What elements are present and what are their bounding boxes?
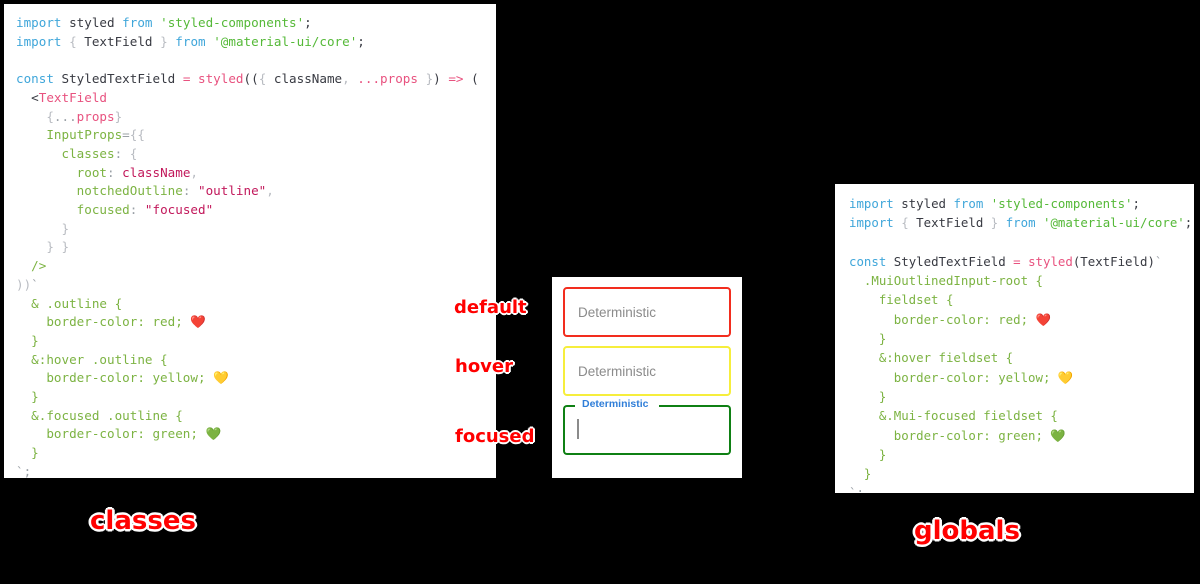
code-line: <TextField [16, 89, 107, 105]
textfield-preview-panel: Deterministic Deterministic Deterministi… [552, 277, 742, 478]
code-line: .MuiOutlinedInput-root { [849, 273, 1043, 289]
code-line: border-color: green; 💚 [16, 426, 222, 442]
code-line: border-color: yellow; 💛 [16, 370, 229, 386]
code-line: classes: { [16, 145, 138, 161]
caption-classes: classes [90, 506, 196, 536]
code-line: &.Mui-focused fieldset { [849, 408, 1058, 424]
code-panel-globals: import styled from 'styled-components'; … [835, 184, 1194, 493]
notch-outline-top [573, 405, 575, 407]
code-line: } [849, 466, 872, 482]
code-line: border-color: red; ❤️ [16, 314, 207, 330]
code-line: `; [849, 485, 864, 493]
code-line: } [849, 446, 887, 462]
code-line: `; [16, 463, 32, 478]
code-line: } [16, 220, 70, 236]
code-line: import styled from 'styled-components'; [16, 15, 312, 30]
code-line: } [16, 389, 39, 405]
code-line: InputProps={{ [16, 127, 145, 143]
code-line: &.focused .outline { [16, 407, 183, 423]
code-panel-classes: import styled from 'styled-components'; … [4, 4, 496, 478]
code-line: } [849, 331, 887, 347]
code-line: import { TextField } from '@material-ui/… [16, 33, 365, 49]
code-line: ))` [16, 276, 39, 292]
caption-globals: globals [914, 516, 1020, 546]
textfield-hover-placeholder: Deterministic [578, 363, 657, 379]
textfield-hover[interactable]: Deterministic [563, 346, 731, 396]
code-line: import { TextField } from '@material-ui/… [849, 215, 1193, 231]
annotation-focused: focused [455, 426, 535, 447]
code-line: &:hover .outline { [16, 351, 168, 367]
annotation-hover: hover [455, 356, 513, 377]
textfield-focused[interactable]: Deterministic [563, 398, 731, 455]
notch-outline-bottom [573, 453, 721, 455]
code-line [16, 52, 24, 67]
code-line: } [849, 388, 887, 404]
code-line: } [16, 332, 39, 348]
code-block-classes: import styled from 'styled-components'; … [16, 14, 484, 478]
code-line: border-color: yellow; 💛 [849, 369, 1074, 385]
notched-outline [563, 405, 731, 455]
code-line: } } [16, 239, 70, 255]
code-line [849, 235, 856, 250]
code-line: border-color: red; ❤️ [849, 311, 1051, 327]
code-line: /> [16, 258, 47, 274]
annotation-default: default [454, 297, 527, 318]
code-line: focused: "focused" [16, 202, 214, 218]
code-line: fieldset { [849, 292, 954, 308]
code-line: const StyledTextField = styled(TextField… [849, 253, 1163, 269]
code-line: & .outline { [16, 295, 123, 311]
notch-outline-right [659, 405, 731, 455]
code-line: &:hover fieldset { [849, 350, 1014, 366]
code-block-globals: import styled from 'styled-components'; … [849, 194, 1192, 493]
textfield-default-placeholder: Deterministic [578, 304, 657, 320]
code-line: } [16, 445, 39, 461]
code-line: border-color: green; 💚 [849, 427, 1066, 443]
code-line: {...props} [16, 108, 123, 124]
text-caret [577, 419, 579, 439]
textfield-focused-label: Deterministic [579, 398, 652, 410]
code-line: root: className, [16, 164, 199, 180]
code-line: notchedOutline: "outline", [16, 183, 274, 199]
code-line: import styled from 'styled-components'; [849, 196, 1140, 211]
textfield-default[interactable]: Deterministic [563, 287, 731, 337]
notch-outline-left [563, 405, 575, 455]
code-line: const StyledTextField = styled(({ classN… [16, 71, 479, 87]
